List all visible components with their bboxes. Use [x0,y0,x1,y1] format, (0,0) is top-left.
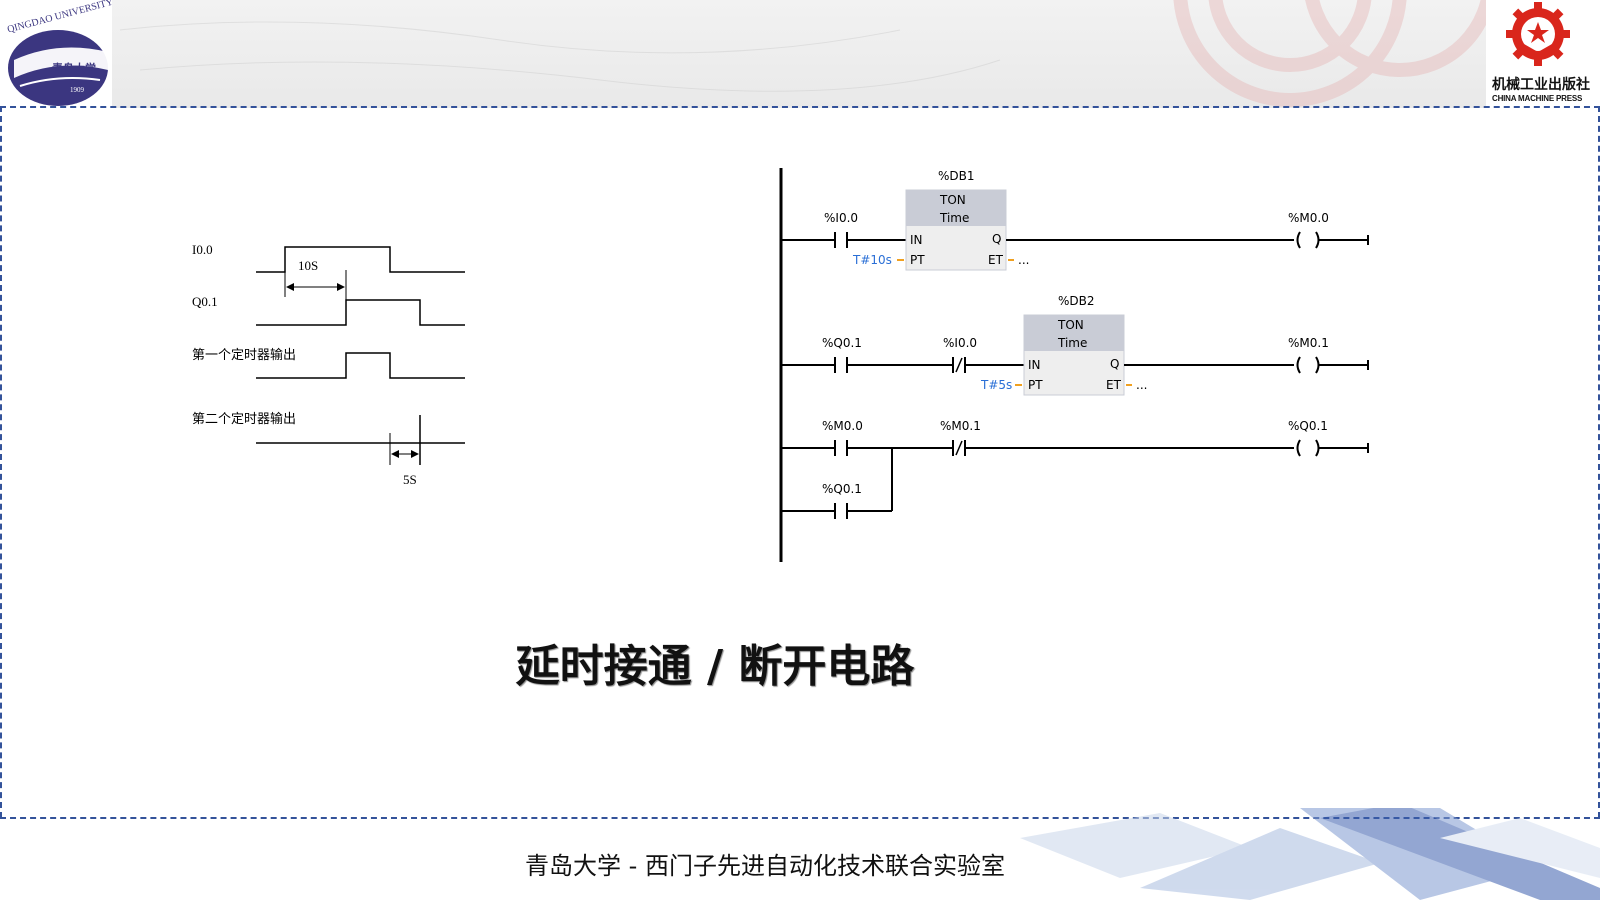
rung3-branch-no-contact[interactable] [834,503,848,519]
rung2-db-label: %DB2 [1058,294,1095,308]
rung2-no-contact[interactable] [834,357,848,373]
rung1-ton-block[interactable]: TON Time IN Q PT ET [905,189,1007,271]
press-name-cn: 机械工业出版社 [1492,77,1590,93]
footer-lab-name: 青岛大学 - 西门子先进自动化技术联合实验室 [525,852,1005,880]
rung2-block-type: TON [1057,318,1084,332]
rung1-coil[interactable] [1296,231,1320,249]
rung2-pin-pt: PT [1028,378,1043,392]
rung2-block-subtype: Time [1057,336,1087,350]
timing-diagram: I0.0 Q0.1 第一个定时器输出 第二个定时器输出 10S 5S [192,242,465,487]
rung1-contact-label: %I0.0 [824,211,858,225]
rung3-no-contact[interactable] [834,440,848,456]
frame-right-dashed-line [1598,106,1600,818]
rung1-pin-q: Q [992,232,1001,246]
waveform-q01 [256,299,465,326]
rung3-contact1-label: %M0.0 [822,419,863,433]
rung1-pin-in: IN [910,233,923,247]
rung1-coil-label: %M0.0 [1288,211,1329,225]
qingdao-university-logo: QINGDAO UNIVERSITY 青岛大学 1909 [0,0,112,108]
delay-on-label: 10S [298,258,318,273]
rung1-no-contact[interactable] [834,232,848,248]
rung1-block-subtype: Time [939,211,969,225]
signal-label-q01: Q0.1 [192,294,218,309]
rung2-et-value: ... [1136,378,1147,392]
signal-label-timer1-output: 第一个定时器输出 [192,347,296,362]
gear-star-icon [1506,2,1570,66]
rung2-pt-value: T#5s [980,378,1012,392]
slide-title: 延时接通 / 断开电路 [515,641,915,692]
waveform-i00 [256,246,465,273]
rung-1: %I0.0 %DB1 TON Time IN Q PT ET T#10s ...… [781,169,1369,271]
rung2-nc-contact[interactable] [952,357,966,373]
university-logo-year: 1909 [70,86,85,94]
slide-header [0,0,1600,108]
rung3-nc-contact[interactable] [952,440,966,456]
rung-2: %Q0.1 %I0.0 %DB2 TON Time IN Q PT ET T#5… [781,294,1369,396]
rung1-db-label: %DB1 [938,169,975,183]
rung2-ton-block[interactable]: TON Time IN Q PT ET [1023,314,1125,396]
rung1-pin-et: ET [988,253,1004,267]
university-logo-seal-text: 青岛大学 [52,61,96,75]
rung2-pin-q: Q [1110,357,1119,371]
footer-ribbon-decoration [1020,808,1600,900]
china-machine-press-logo [1486,0,1600,108]
frame-top-dashed-line [0,106,1600,108]
rung3-coil[interactable] [1296,439,1320,457]
header-watermark-rings [119,0,1495,107]
rung3-contact2-label: %M0.1 [940,419,981,433]
press-name-en: CHINA MACHINE PRESS [1492,94,1583,103]
rung2-pin-in: IN [1028,358,1041,372]
delay-off-label: 5S [403,472,417,487]
frame-left-dashed-line [0,106,2,818]
rung2-contact2-label: %I0.0 [943,336,977,350]
rung1-pin-pt: PT [910,253,925,267]
ladder-diagram: %I0.0 %DB1 TON Time IN Q PT ET T#10s ...… [779,168,1369,562]
frame-bottom-dashed-line [0,817,1600,819]
rung1-et-value: ... [1018,253,1029,267]
signal-label-timer2-output: 第二个定时器输出 [192,411,296,426]
rung3-branch-contact-label: %Q0.1 [822,482,862,496]
rung1-block-type: TON [939,193,966,207]
rung2-pin-et: ET [1106,378,1122,392]
rung2-coil-label: %M0.1 [1288,336,1329,350]
waveform-timer1 [256,352,465,379]
rung1-pt-value: T#10s [852,253,892,267]
signal-label-i00: I0.0 [192,242,213,257]
rung2-contact1-label: %Q0.1 [822,336,862,350]
rung3-coil-label: %Q0.1 [1288,419,1328,433]
rung2-coil[interactable] [1296,356,1320,374]
rung-3: %M0.0 %M0.1 %Q0.1 %Q0.1 [781,419,1369,519]
